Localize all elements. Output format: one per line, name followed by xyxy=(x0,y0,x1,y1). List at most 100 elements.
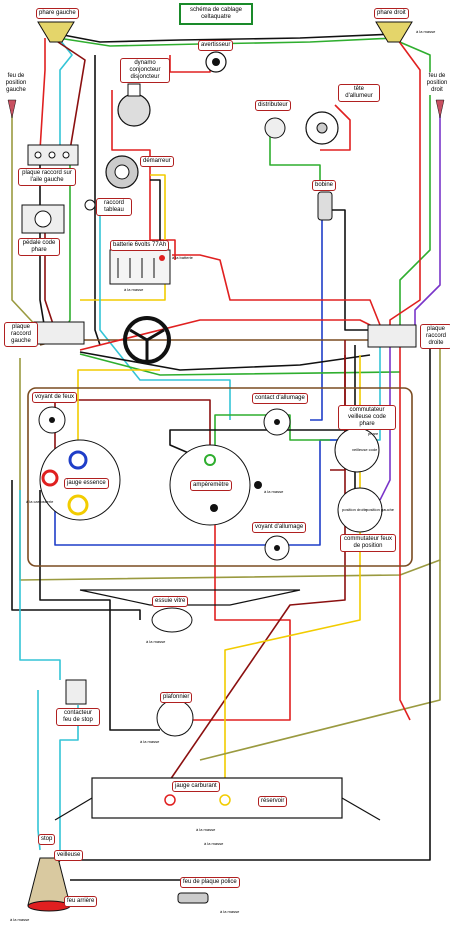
plaque-raccord-droite-icon xyxy=(367,324,417,348)
wire-right-purple xyxy=(414,110,441,330)
contact-dot xyxy=(274,419,280,425)
wire-stop-cyan2 xyxy=(59,705,79,850)
wire-right-red xyxy=(389,35,421,330)
label-raccord-tableau: raccord tableau xyxy=(96,198,132,216)
dynamo-box xyxy=(127,83,141,97)
terminal-position-gauche: position gauche xyxy=(366,507,395,512)
ground-note: à la masse xyxy=(146,639,166,644)
label-pedale-code: pédale code phare xyxy=(18,238,60,256)
label-plaque-raccord-gauche: plaque raccord gauche xyxy=(4,322,38,347)
wire-rear-olive xyxy=(199,560,441,761)
wire-harness-brown xyxy=(39,339,400,346)
wire-essuie-black xyxy=(11,480,141,620)
terminal xyxy=(34,151,42,159)
raccord-tableau-icon xyxy=(84,199,96,211)
feu-plaque-icon xyxy=(177,892,209,904)
label-contacteur-stop: contacteur feu de stop xyxy=(56,708,100,726)
jauge-terminal-yellow xyxy=(67,494,89,516)
contacteur-stop-icon xyxy=(65,679,87,705)
voyant-allumage-dot xyxy=(274,545,280,551)
label-phare-droit: phare droit xyxy=(374,8,409,19)
plaque-raccord-gauche-icon xyxy=(33,321,85,345)
wire-dash-red2 xyxy=(190,510,291,721)
ground-note: à la masse xyxy=(416,29,436,34)
wire-left-darkred xyxy=(54,39,86,151)
wire-bobine-black xyxy=(330,209,375,331)
label-plafonnier: plafonnier xyxy=(160,692,193,703)
label-feu-position-droit: feu de position droit xyxy=(422,72,450,95)
label-jauge-essence: jauge essence xyxy=(64,478,109,489)
ground-note: à la masse xyxy=(196,827,216,832)
wire-demarreur-black xyxy=(150,179,161,240)
label-jauge-carburant: jauge carburant xyxy=(172,781,220,792)
essuie-vitre-arm xyxy=(79,589,301,606)
wire-plafonnier-black xyxy=(39,490,160,731)
title-label: schéma de cablage celtaquatre xyxy=(184,6,248,22)
commutateur-feux-icon xyxy=(337,487,383,533)
headlamp-right-icon xyxy=(375,21,413,43)
terminal-position-droite: position droite xyxy=(342,507,367,512)
wire-stop-cyan3 xyxy=(37,690,41,851)
wire-dash-purple xyxy=(379,345,391,501)
label-tete-allumeur: tête d'allumeur xyxy=(338,84,380,102)
jauge-terminal-blue xyxy=(68,450,88,470)
tete-allumeur-center xyxy=(316,122,328,134)
label-stop: stop xyxy=(38,834,56,845)
ground-note: à la masse xyxy=(140,739,160,744)
label-dynamo: dynamo conjoncteur disjoncteur xyxy=(120,58,170,83)
label-voyant-allumage: voyant d'allumage xyxy=(252,522,307,533)
amp-terminal-bottom xyxy=(210,504,218,512)
label-amperemetre: ampèremètre xyxy=(190,480,232,491)
wire-raccord-cyan xyxy=(99,205,231,420)
wire-stop-cyan xyxy=(19,490,61,680)
wire-dynamo-red xyxy=(111,90,176,260)
steering-wheel-icon xyxy=(123,316,171,364)
plafonnier-icon xyxy=(156,699,194,737)
bobine-icon xyxy=(317,191,333,221)
pedale-button xyxy=(34,210,52,228)
essuie-vitre-icon xyxy=(151,607,193,633)
wire-rear-red xyxy=(399,345,411,721)
label-bobine: bobine xyxy=(312,180,337,191)
wire-allumeur-red xyxy=(320,104,351,151)
distributeur-icon xyxy=(264,117,286,139)
wire-avertisseur xyxy=(169,55,211,73)
label-distributeur: distributeur xyxy=(255,100,291,111)
wire-harness-green xyxy=(79,353,401,376)
wire-left-olive xyxy=(11,110,41,331)
voyant-dot xyxy=(49,417,55,423)
wire-dash-yellow xyxy=(77,369,160,460)
wire-allumeur-green xyxy=(269,130,321,188)
battery-note: à la batterie xyxy=(172,255,193,260)
label-batterie: batterie 6volts 77Ah xyxy=(110,240,170,251)
label-essuie-vitre: essuie vitre xyxy=(152,596,189,607)
terminal-veilleuse-code: veilleuse code xyxy=(352,447,378,452)
ground-note-alt: à la carrosserie xyxy=(26,499,54,504)
label-veilleuse: veilleuse xyxy=(54,850,84,861)
wire-dash-red xyxy=(54,399,211,470)
label-feu-position-gauche: feu de position gauche xyxy=(1,72,31,95)
wire-headlamp-cyan xyxy=(59,39,73,150)
wire-left-green xyxy=(64,165,71,331)
amp-terminal-top xyxy=(204,454,216,466)
battery-plus-terminal xyxy=(159,255,165,261)
label-commutateur-veilleuse: commutateur veilleuse code phare xyxy=(338,405,396,430)
dynamo-icon xyxy=(117,93,151,127)
label-contact-allumage: contact d'allumage xyxy=(252,393,308,404)
label-feu-plaque: feu de plaque police xyxy=(180,877,240,888)
label-demarreur: démarreur xyxy=(140,156,174,167)
wire-left-red xyxy=(39,38,46,151)
wire-battery-red xyxy=(172,254,381,326)
headlamp-left-icon xyxy=(37,21,75,43)
label-reservoir: réservoir xyxy=(258,796,288,807)
label-plaque-raccord-droite: plaque raccord droite xyxy=(420,324,450,349)
wire-headlamp-black xyxy=(57,33,396,43)
label-voyant-feux: voyant de feux xyxy=(32,392,78,403)
label-phare-gauche: phare gauche xyxy=(36,8,79,19)
wire-demarreur-yellow xyxy=(80,174,166,301)
label-avertisseur: avertisseur xyxy=(198,40,234,51)
ground-note: à la masse xyxy=(124,287,144,292)
terminal-phare: phare xyxy=(368,431,379,436)
label-commutateur-feux: commutateur feux de position xyxy=(340,534,396,552)
